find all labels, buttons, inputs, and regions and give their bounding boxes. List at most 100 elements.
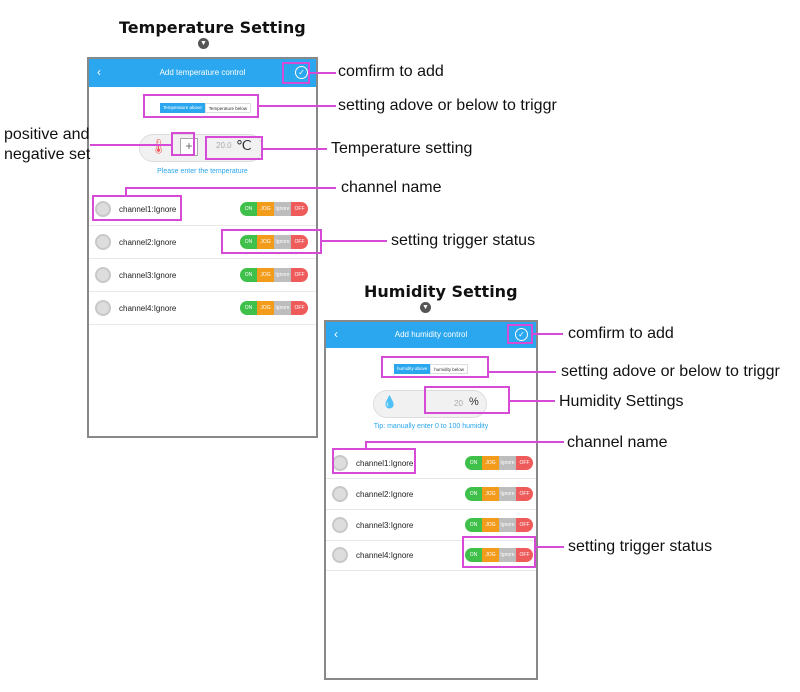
channel-select-circle[interactable]	[332, 486, 348, 502]
above-below-toggle[interactable]: Temperature above Temperature below	[160, 103, 252, 113]
status-off[interactable]: OFF	[516, 487, 533, 501]
highlight-box	[205, 136, 263, 160]
channel-select-circle[interactable]	[332, 547, 348, 563]
status-off[interactable]: OFF	[516, 456, 533, 470]
status-jog[interactable]: JOG	[482, 518, 499, 532]
status-on[interactable]: ON	[465, 518, 482, 532]
status-off[interactable]: OFF	[516, 548, 533, 562]
channel-select-circle[interactable]	[332, 517, 348, 533]
highlight-box	[171, 132, 195, 156]
status-ignore[interactable]: Ignore	[499, 518, 516, 532]
status-ignore[interactable]: Ignore	[274, 268, 291, 282]
status-ignore[interactable]: Ignore	[274, 235, 291, 249]
toggle-above[interactable]: humidity above	[394, 364, 431, 374]
temperature-unit: ℃	[236, 137, 252, 153]
annotation-channel-name: channel name	[567, 434, 668, 451]
check-circle-icon[interactable]: ✓	[515, 328, 528, 341]
highlight-box	[282, 62, 310, 84]
status-on[interactable]: ON	[465, 548, 482, 562]
temperature-value[interactable]: 20.0	[216, 141, 232, 150]
leader-line	[125, 187, 336, 189]
channel-select-circle[interactable]	[95, 267, 111, 283]
status-on[interactable]: ON	[240, 268, 257, 282]
highlight-box	[381, 356, 489, 378]
status-jog[interactable]: JOG	[257, 235, 274, 249]
status-ignore[interactable]: Ignore	[274, 301, 291, 315]
check-circle-icon[interactable]: ✓	[295, 66, 308, 79]
annotation-confirm: comfirm to add	[338, 63, 444, 80]
above-below-toggle[interactable]: humidity above humidity below	[394, 364, 469, 374]
leader-line	[322, 240, 387, 242]
temperature-section-title: Temperature Setting	[119, 18, 306, 37]
annotation-toggle: setting adove or below to triggr	[561, 363, 780, 380]
status-on[interactable]: ON	[240, 301, 257, 315]
channel-name: channel4:Ignore	[356, 551, 414, 560]
back-arrow-icon[interactable]: ‹	[334, 327, 338, 341]
status-off[interactable]: OFF	[516, 518, 533, 532]
status-jog[interactable]: JOG	[482, 487, 499, 501]
channel-select-circle[interactable]	[95, 201, 111, 217]
annotation-pos-neg-line2: negative set	[4, 146, 91, 163]
leader-line	[536, 546, 564, 548]
humidity-title-bar: ‹ Add humidity control ✓	[326, 322, 536, 348]
highlight-box	[424, 386, 510, 414]
highlight-box	[332, 448, 416, 474]
toggle-below[interactable]: Temperature below	[204, 103, 252, 113]
temperature-hint: Please enter the temperature	[157, 168, 248, 175]
status-ignore[interactable]: Ignore	[274, 202, 291, 216]
header-title: Add humidity control	[394, 330, 468, 339]
status-jog[interactable]: JOG	[257, 268, 274, 282]
temperature-input-pill: 🌡 + 20.0 ℃	[139, 134, 263, 162]
humidity-unit: %	[469, 396, 479, 408]
leader-line	[263, 148, 327, 150]
channel-select-circle[interactable]	[95, 234, 111, 250]
humidity-value[interactable]: 20	[454, 399, 463, 408]
channel-name: channel4:Ignore	[119, 304, 177, 313]
status-on[interactable]: ON	[465, 456, 482, 470]
status-jog[interactable]: JOG	[482, 548, 499, 562]
chevron-down-icon: ▼	[198, 38, 209, 49]
annotation-pos-neg-line1: positive and	[4, 126, 90, 143]
status-off[interactable]: OFF	[291, 268, 308, 282]
status-on[interactable]: ON	[240, 202, 257, 216]
channel-name: channel2:Ignore	[119, 238, 177, 247]
status-off[interactable]: OFF	[291, 202, 308, 216]
status-off[interactable]: OFF	[291, 235, 308, 249]
status-off[interactable]: OFF	[291, 301, 308, 315]
back-arrow-icon[interactable]: ‹	[97, 65, 101, 79]
status-on[interactable]: ON	[240, 235, 257, 249]
toggle-above[interactable]: Temperature above	[160, 103, 205, 113]
status-ignore[interactable]: Ignore	[499, 456, 516, 470]
status-jog[interactable]: JOG	[257, 202, 274, 216]
water-drop-icon: 💧	[382, 395, 397, 409]
channel-name: channel3:Ignore	[356, 521, 414, 530]
status-jog[interactable]: JOG	[257, 301, 274, 315]
leader-line	[533, 333, 563, 335]
annotation-toggle: setting adove or below to triggr	[338, 97, 557, 114]
status-ignore[interactable]: Ignore	[499, 487, 516, 501]
leader-line	[489, 371, 556, 373]
channel-name: channel1:Ignore	[356, 459, 414, 468]
toggle-below[interactable]: humidity below	[430, 364, 469, 374]
leader-line	[365, 441, 564, 443]
humidity-section-title: Humidity Setting	[364, 282, 518, 301]
header-title: Add temperature control	[159, 68, 246, 77]
status-jog[interactable]: JOG	[482, 456, 499, 470]
highlight-box	[92, 195, 182, 221]
status-ignore[interactable]: Ignore	[499, 548, 516, 562]
leader-line	[259, 105, 336, 107]
status-on[interactable]: ON	[465, 487, 482, 501]
channel-select-circle[interactable]	[95, 300, 111, 316]
channel-name: channel2:Ignore	[356, 490, 414, 499]
